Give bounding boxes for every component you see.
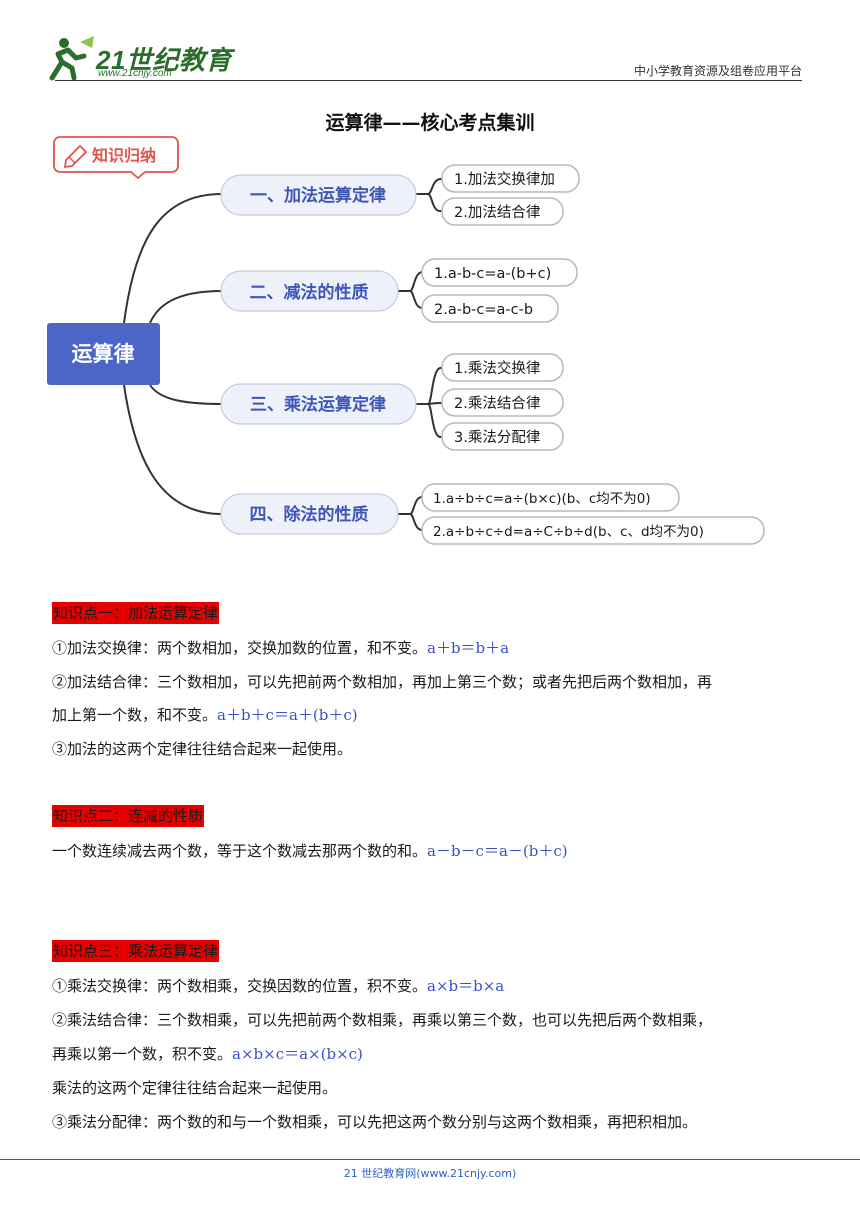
- paragraph-text: 一个数连续减去两个数，等于这个数减去那两个数的和。: [52, 842, 428, 860]
- leaf-box-3-1: [441, 353, 564, 382]
- paragraph: 一个数连续减去两个数，等于这个数减去那两个数的和。a－b－c＝a－(b＋c): [52, 840, 568, 862]
- header-platform-text: 中小学教育资源及组卷应用平台: [633, 64, 802, 78]
- paragraph-text: 加上第一个数，和不变。: [52, 706, 218, 724]
- leaf-label-3-3: 3.乘法分配律: [454, 429, 540, 446]
- root-label: 运算律: [72, 342, 135, 366]
- logo-subtext: www.21cnjy.com: [98, 68, 172, 79]
- formula: a×b×c＝a×(b×c): [232, 1045, 363, 1063]
- leaf-label-1-2: 2.加法结合律: [454, 204, 540, 221]
- pen-icon: [63, 144, 88, 169]
- paragraph: ②乘法结合律：三个数相乘，可以先把前两个数相乘，再乘以第三个数，也可以先把后两个…: [52, 1009, 712, 1031]
- section-title-3: 知识点三：乘法运算定律: [52, 940, 220, 962]
- branch-label-1: 一、加法运算定律: [250, 185, 386, 206]
- paragraph-text: ①乘法交换律：两个数相乘，交换因数的位置，积不变。: [52, 977, 428, 995]
- leaf-label-4-2: 2.a÷b÷c÷d=a÷C÷b÷d(b、c、d均不为0): [433, 524, 704, 540]
- leaf-label-2-1: 1.a-b-c=a-(b+c): [434, 266, 551, 282]
- leaf-box-4-2: [421, 516, 765, 545]
- section-title-text: 知识点一：加法运算定律: [52, 602, 220, 624]
- branch-label-3: 三、乘法运算定律: [250, 394, 386, 415]
- leaf-box-4-1: [421, 483, 680, 512]
- leaf-box-1-2: [441, 197, 564, 226]
- branch-node-3: 三、乘法运算定律: [220, 383, 417, 425]
- paragraph: ③加法的这两个定律往往结合起来一起使用。: [52, 740, 353, 758]
- footer-divider: [0, 1159, 860, 1160]
- paragraph: ①加法交换律：两个数相加，交换加数的位置，和不变。a＋b＝b＋a: [52, 637, 509, 659]
- leaf-label-3-1: 1.乘法交换律: [454, 359, 540, 377]
- root-node: 运算律: [47, 323, 160, 385]
- paragraph: 再乘以第一个数，积不变。a×b×c＝a×(b×c): [52, 1043, 363, 1065]
- leaf-label-4-1: 1.a÷b÷c=a÷(b×c)(b、c均不为0): [433, 491, 651, 507]
- header-divider: [55, 80, 802, 81]
- leaf-label-3-2: 2.乘法结合律: [454, 395, 540, 412]
- footer-link[interactable]: 21 世纪教育网(www.21cnjy.com): [343, 1167, 517, 1180]
- branch-node-1: 一、加法运算定律: [220, 174, 417, 216]
- paragraph: 加上第一个数，和不变。a＋b＋c＝a＋(b＋c): [52, 704, 358, 726]
- paragraph-text: ②乘法结合律：三个数相乘，可以先把前两个数相乘，再乘以第三个数，也可以先把后两个…: [52, 1011, 713, 1029]
- leaf-label-1-1: 1.加法交换律加: [454, 170, 555, 188]
- paragraph: ①乘法交换律：两个数相乘，交换因数的位置，积不变。a×b＝b×a: [52, 975, 504, 997]
- runner-logo-icon: [49, 36, 94, 81]
- paragraph: 乘法的这两个定律往往结合起来一起使用。: [52, 1079, 338, 1097]
- section-title-2: 知识点二：连减的性质: [52, 805, 205, 827]
- knowledge-badge: 知识归纳: [53, 136, 179, 180]
- formula: a×b＝b×a: [427, 977, 505, 995]
- mind-map: 知识归纳 运算律 一、加法运算定律 二、减法的性质 三、乘法运算定律: [47, 136, 765, 545]
- paragraph-text: ②加法结合律：三个数相加，可以先把前两个数相加，再加上第三个数；或者先把后两个数…: [52, 673, 713, 691]
- paragraph: ②加法结合律：三个数相加，可以先把前两个数相加，再加上第三个数；或者先把后两个数…: [52, 671, 812, 693]
- section-title-text: 知识点二：连减的性质: [52, 805, 205, 827]
- formula: a－b－c＝a－(b＋c): [427, 842, 568, 860]
- leaf-label-2-2: 2.a-b-c=a-c-b: [434, 302, 533, 318]
- paragraph-text: 再乘以第一个数，积不变。: [52, 1045, 233, 1063]
- badge-label: 知识归纳: [92, 146, 156, 165]
- formula: a＋b＝b＋a: [427, 639, 510, 657]
- formula: a＋b＋c＝a＋(b＋c): [217, 706, 358, 724]
- section-title-text: 知识点三：乘法运算定律: [52, 940, 220, 962]
- leaf-box-1-1: [441, 164, 580, 193]
- branch-label-2: 二、减法的性质: [250, 282, 369, 303]
- branch-node-4: 四、除法的性质: [220, 493, 399, 535]
- paragraph: ③乘法分配律：两个数的和与一个数相乘，可以先把这两个数分别与这两个数相乘，再把积…: [52, 1113, 698, 1131]
- paragraph-text: ①加法交换律：两个数相加，交换加数的位置，和不变。: [52, 639, 428, 657]
- branch-node-2: 二、减法的性质: [220, 270, 399, 312]
- section-title-1: 知识点一：加法运算定律: [52, 602, 220, 624]
- connectors: [123, 178, 443, 531]
- page-title: 运算律——核心考点集训: [325, 112, 535, 134]
- leaf-box-2-1: [421, 258, 578, 287]
- leaf-box-3-2: [441, 388, 564, 417]
- logo-text: 21世纪教育: [96, 45, 232, 75]
- leaf-box-2-2: [421, 294, 559, 323]
- leaf-box-3-3: [441, 422, 564, 451]
- branch-label-4: 四、除法的性质: [250, 504, 369, 525]
